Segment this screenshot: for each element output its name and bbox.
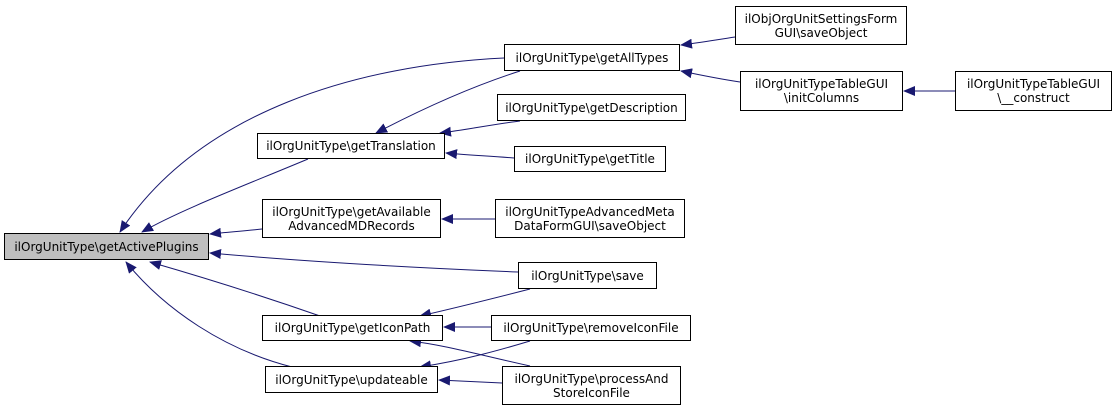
edge-initColumns-to-getAllTypes	[680, 68, 741, 83]
node-get-active-plugins[interactable]: ilOrgUnitType\getActivePlugins	[4, 233, 209, 260]
edge-getTranslation-to-getActivePlugins	[141, 158, 309, 233]
node-label-line: ilOrgUnitType\getDescription	[505, 100, 678, 115]
edge-settingsFormSave-to-getAllTypes	[680, 36, 736, 49]
node-label-line: ilOrgUnitType\getTitle	[525, 152, 655, 166]
node-label-line: ilObjOrgUnitSettingsForm	[744, 11, 898, 26]
node-label-line: ilOrgUnitType\getActivePlugins	[14, 239, 199, 254]
node-type-table-gui-construct[interactable]: ilOrgUnitTypeTableGUI\__construct	[955, 71, 1112, 111]
node-label-line: StoreIconFile	[553, 385, 630, 400]
node-label-line: ilOrgUnitType\getTranslation	[266, 139, 436, 153]
node-label-line: ilOrgUnitType\getAvailable	[272, 204, 431, 219]
node-label-line: ilOrgUnitTypeAdvancedMeta	[505, 204, 675, 219]
edge-getDescription-to-getTranslation	[439, 120, 521, 137]
node-label-line: GUI\saveObject	[774, 25, 868, 40]
edge-removeIconFile-to-updateable	[419, 340, 531, 371]
node-remove-icon-file[interactable]: ilOrgUnitType\removeIconFile	[491, 315, 691, 341]
node-get-all-types[interactable]: ilOrgUnitType\getAllTypes	[504, 44, 680, 71]
node-get-description[interactable]: ilOrgUnitType\getDescription	[497, 94, 686, 121]
node-label-line: \__construct	[997, 91, 1070, 105]
edge-updateable-to-getActivePlugins	[125, 261, 293, 368]
node-label-line: ilOrgUnitType\processAnd	[514, 371, 669, 386]
node-get-translation[interactable]: ilOrgUnitType\getTranslation	[257, 133, 445, 159]
node-label-line: AdvancedMDRecords	[288, 218, 415, 233]
node-get-icon-path[interactable]: ilOrgUnitType\getIconPath	[262, 315, 443, 341]
node-updateable[interactable]: ilOrgUnitType\updateable	[265, 366, 438, 393]
node-label-line: ilOrgUnitType\save	[531, 268, 644, 283]
edge-processAndStoreIconFile-to-updateable	[438, 375, 503, 386]
node-label-line: ilOrgUnitType\getIconPath	[274, 321, 431, 335]
edge-getAllTypes-to-getTranslation	[375, 70, 521, 134]
edge-getIconPath-to-getActivePlugins	[149, 260, 321, 317]
edge-save-to-getIconPath	[419, 288, 531, 319]
node-label-line: \initColumns	[783, 91, 860, 105]
node-label-line: ilOrgUnitTypeTableGUI	[754, 77, 889, 91]
edge-getAvailableAdvancedMDRecords-to-getActivePlugins	[209, 227, 263, 238]
node-label-line: DataFormGUI\saveObject	[514, 218, 666, 233]
edge-save-to-getActivePlugins	[209, 249, 519, 273]
node-label-line: ilOrgUnitType\removeIconFile	[503, 321, 679, 335]
edge-getAllTypes-to-getActivePlugins	[119, 57, 505, 233]
node-label-line: ilOrgUnitType\getAllTypes	[515, 50, 669, 65]
edge-processAndStoreIconFile-to-getIconPath	[409, 337, 531, 367]
node-save[interactable]: ilOrgUnitType\save	[518, 262, 657, 289]
node-label-line: ilOrgUnitType\updateable	[275, 372, 428, 387]
edge-getTitle-to-getTranslation	[445, 149, 515, 160]
node-get-title[interactable]: ilOrgUnitType\getTitle	[514, 146, 666, 172]
node-label-line: ilOrgUnitTypeTableGUI	[966, 77, 1101, 91]
node-type-table-gui-init-columns[interactable]: ilOrgUnitTypeTableGUI\initColumns	[740, 71, 903, 111]
